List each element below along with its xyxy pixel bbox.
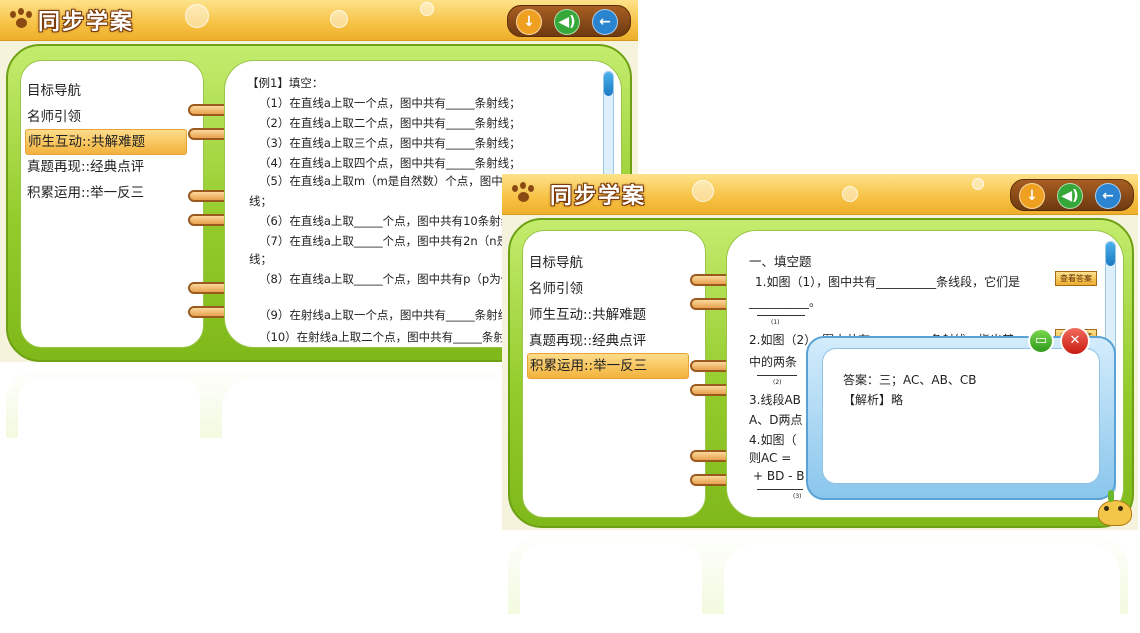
nav-item-teacher[interactable]: 名师引领 [27, 109, 81, 125]
nav-item-teacher[interactable]: 名师引领 [529, 281, 583, 297]
analysis-text: 【解析】略 [843, 393, 904, 407]
app-title: 同步学案 [550, 184, 647, 209]
question-3-cont: A、D两点 [749, 413, 803, 427]
question-3: 3.线段AB [749, 393, 801, 407]
example-line: （3）在直线a上取三个点，图中共有_____条射线； [259, 136, 521, 150]
decor-bubble [420, 2, 434, 16]
example-line: （1）在直线a上取一个点，图中共有_____条射线； [259, 96, 521, 110]
download-icon[interactable]: ↓ [1019, 183, 1045, 209]
example-line: 线； [249, 194, 272, 208]
scrollbar-thumb[interactable] [604, 72, 613, 96]
screen-reflection [508, 534, 1128, 614]
nav-item-real-exam[interactable]: 真题再现::经典点评 [529, 333, 647, 349]
example-line: （2）在直线a上取二个点，图中共有_____条射线； [259, 116, 521, 130]
mascot-decoration [1094, 490, 1134, 526]
question-4-cont: 则AC = [749, 451, 792, 465]
back-arrow-icon[interactable]: ← [592, 9, 618, 35]
answer-text: 答案：三；AC、AB、CB [843, 373, 977, 387]
example-line: （8）在直线a上取_____个点，图中共有p（p为偶数）条射线。 [259, 272, 582, 286]
nav-item-interaction[interactable]: 师生互动::共解难题 [25, 129, 187, 155]
example-line: 线； [249, 252, 272, 266]
example-line: （9）在射线a上取一个点，图中共有_____条射线； [259, 308, 521, 322]
example-line: （5）在直线a上取m（m是自然数）个点，图中共有_____条射 [259, 174, 578, 188]
example-line: （7）在直线a上取_____个点，图中共有2n（n是自然数）条射 [259, 234, 578, 248]
section-title: 一、填空题 [749, 254, 812, 269]
toolbar-buttons: ↓ ◀) ← [1010, 179, 1134, 211]
toolbar-buttons: ↓ ◀) ← [507, 5, 631, 37]
nav-item-practice[interactable]: 积累运用::举一反三 [27, 185, 145, 201]
example-heading: 【例1】填空： [247, 76, 324, 90]
question-2-cont: 中的两条 [749, 355, 798, 369]
speaker-icon[interactable]: ◀) [554, 9, 580, 35]
close-icon[interactable]: ✕ [1060, 326, 1090, 356]
scrollbar-thumb[interactable] [1106, 242, 1115, 266]
decor-bubble [330, 10, 348, 28]
paw-icon [510, 182, 536, 206]
example-line: （10）在射线a上取二个点，图中共有_____条射线； [259, 330, 528, 344]
question-1: 1.如图（1），图中共有__________条线段，它们是 [755, 275, 1021, 289]
nav-panel: 目标导航 名师引领 师生互动::共解难题 真题再现::经典点评 积累运用::举一… [20, 60, 204, 348]
nav-item-real-exam[interactable]: 真题再现::经典点评 [27, 159, 145, 175]
nav-item-practice[interactable]: 积累运用::举一反三 [527, 353, 689, 379]
answer-popup-body: 答案：三；AC、AB、CB 【解析】略 [822, 348, 1100, 484]
decor-bubble [842, 186, 858, 202]
nav-item-goal[interactable]: 目标导航 [27, 83, 81, 99]
paw-icon [8, 8, 34, 32]
figure-2-line [757, 375, 797, 376]
nav-item-goal[interactable]: 目标导航 [529, 255, 583, 271]
nav-panel: 目标导航 名师引领 师生互动::共解难题 真题再现::经典点评 积累运用::举一… [522, 230, 706, 518]
answer-popup: 答案：三；AC、AB、CB 【解析】略 [806, 336, 1116, 500]
question-4: 4.如图（ [749, 433, 797, 447]
example-line: （6）在直线a上取_____个点，图中共有10条射线； [259, 214, 524, 228]
figure-3-label: (3) [793, 493, 802, 500]
title-bar: 同步学案 ↓ ◀) ← [0, 0, 638, 41]
figure-2-label: (2) [773, 379, 782, 386]
question-4-expr: + BD - B [753, 469, 805, 483]
app-title: 同步学案 [38, 10, 135, 35]
speaker-icon[interactable]: ◀) [1057, 183, 1083, 209]
example-line: （4）在直线a上取四个点，图中共有_____条射线； [259, 156, 521, 170]
figure-3-line [757, 489, 803, 490]
view-answer-button[interactable]: 查看答案 [1055, 271, 1097, 286]
download-icon[interactable]: ↓ [516, 9, 542, 35]
decor-bubble [185, 4, 209, 28]
decor-bubble [972, 178, 984, 190]
nav-item-interaction[interactable]: 师生互动::共解难题 [529, 307, 647, 323]
figure-1-label: (1) [771, 319, 780, 326]
back-arrow-icon[interactable]: ← [1095, 183, 1121, 209]
question-1-blank: __________。 [749, 295, 822, 309]
figure-1-line [757, 315, 805, 316]
minimize-icon[interactable]: ▭ [1028, 328, 1054, 354]
decor-bubble [692, 180, 714, 202]
title-bar: 同步学案 ↓ ◀) ← [502, 174, 1138, 215]
app-screen-2: 同步学案 ↓ ◀) ← 目标导航 名师引领 师生互动::共解难题 真题再现::经… [502, 174, 1138, 530]
